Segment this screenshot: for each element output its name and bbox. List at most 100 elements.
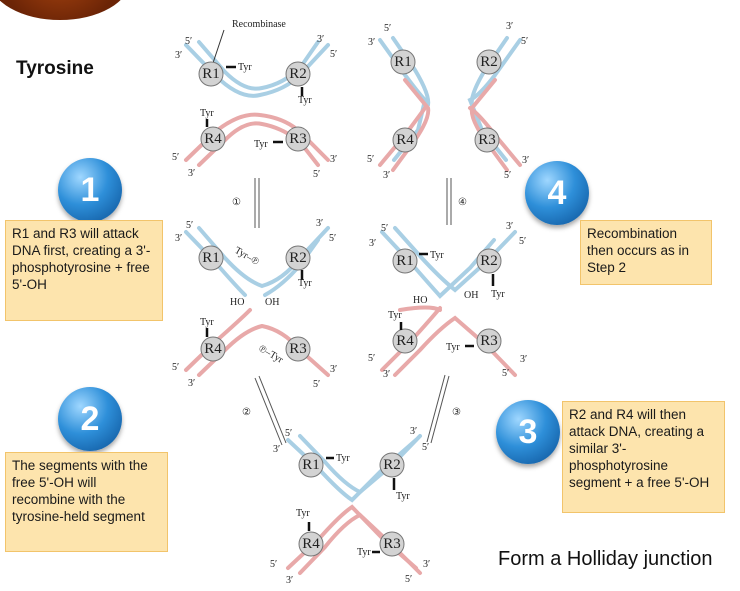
step-arrow-2: ② <box>242 375 287 446</box>
end-label: 3′ <box>330 154 337 165</box>
svg-text:R1: R1 <box>202 250 220 266</box>
svg-text:R3: R3 <box>289 341 307 357</box>
tyr-label-r4: Tyr <box>296 508 310 519</box>
panel-final: R1 R2 R4 R3 5′ 3′ 3′ 5′ 5′ 3′ 3′ 5′ <box>367 21 529 181</box>
svg-text:R2: R2 <box>383 457 401 473</box>
recombinase-r1: R1 <box>198 61 224 87</box>
end-label: 3′ <box>383 170 390 181</box>
svg-text:R3: R3 <box>478 132 496 148</box>
step-1-note: R1 and R3 will attack DNA first, creatin… <box>5 220 163 321</box>
end-label: 5′ <box>270 559 277 570</box>
svg-text:R1: R1 <box>302 457 320 473</box>
svg-text:R1: R1 <box>202 66 220 82</box>
svg-text:R2: R2 <box>289 250 307 266</box>
end-label: 5′ <box>313 169 320 180</box>
tyr-label-r3: Tyr <box>357 547 371 558</box>
step-2-note: The segments with the free 5'-OH will re… <box>5 452 168 552</box>
svg-text:R1: R1 <box>396 253 414 269</box>
end-label: 3′ <box>368 37 375 48</box>
svg-text:R2: R2 <box>289 66 307 82</box>
svg-text:R3: R3 <box>383 536 401 552</box>
end-label: 3′ <box>330 364 337 375</box>
holliday-caption: Form a Holliday junction <box>498 548 713 570</box>
end-label: 5′ <box>367 154 374 165</box>
recombinase-r3: R3 <box>379 531 405 557</box>
svg-text:R3: R3 <box>289 131 307 147</box>
recombinase-r1: R1 <box>298 452 324 478</box>
recombinase-r2: R2 <box>476 49 502 75</box>
end-label: 3′ <box>175 233 182 244</box>
svg-text:R4: R4 <box>302 536 320 552</box>
svg-text:R4: R4 <box>204 341 222 357</box>
end-label: 5′ <box>368 353 375 364</box>
tyr-label-r2: Tyr <box>298 278 312 289</box>
tyr-label-r2: Tyr <box>491 289 505 300</box>
end-label: 5′ <box>313 379 320 390</box>
end-label: 5′ <box>384 23 391 34</box>
panel-initial: Recombinase R1 R2 R4 R3 Tyr Tyr Tyr Tyr … <box>172 19 337 180</box>
end-label: 3′ <box>316 218 323 229</box>
end-label: 3′ <box>273 444 280 455</box>
tyr-label-r2: Tyr <box>396 491 410 502</box>
step-2-badge: 2 <box>58 387 122 451</box>
end-label: 5′ <box>329 233 336 244</box>
end-label: 3′ <box>175 50 182 61</box>
end-label: 3′ <box>520 354 527 365</box>
recombinase-r4: R4 <box>200 336 226 362</box>
tyr-label-r4: Tyr <box>200 317 214 328</box>
recombinase-r3: R3 <box>476 328 502 354</box>
recombinase-r2: R2 <box>476 248 502 274</box>
panel-cleavage: R1 R2 R4 R3 Tyr–℗ Tyr HO OH Tyr ℗–Tyr 5′… <box>172 218 337 390</box>
step-number: ① <box>232 197 241 208</box>
recombinase-r3: R3 <box>474 127 500 153</box>
end-label: 3′ <box>383 369 390 380</box>
tyr-label-r1: Tyr <box>336 453 350 464</box>
recombinase-r2: R2 <box>285 61 311 87</box>
end-label: 3′ <box>286 575 293 586</box>
svg-text:R4: R4 <box>204 131 222 147</box>
end-label: 5′ <box>172 362 179 373</box>
oh-label: OH <box>265 297 279 308</box>
svg-text:R1: R1 <box>394 54 412 70</box>
recombinase-r2: R2 <box>285 245 311 271</box>
ho-label: HO <box>413 295 427 306</box>
step-arrow-4: ④ <box>446 178 467 225</box>
recombinase-r4: R4 <box>392 328 418 354</box>
end-label: 3′ <box>188 168 195 179</box>
tyr-label-r4: Tyr <box>388 310 402 321</box>
end-label: 5′ <box>521 36 528 47</box>
tyr-label-r1: Tyr <box>430 250 444 261</box>
end-label: 5′ <box>405 574 412 585</box>
recombinase-r3: R3 <box>285 336 311 362</box>
tyr-label-r4: Tyr <box>200 108 214 119</box>
end-label: 3′ <box>317 34 324 45</box>
recombinase-r1: R1 <box>390 49 416 75</box>
recombinase-r4: R4 <box>392 127 418 153</box>
recombinase-r1: R1 <box>198 245 224 271</box>
label-recombinase: Recombinase <box>232 19 286 30</box>
end-label: 5′ <box>172 152 179 163</box>
svg-text:R2: R2 <box>480 253 498 269</box>
tyr-label-r3: Tyr <box>446 342 460 353</box>
recombinase-r4: R4 <box>200 126 226 152</box>
step-number: ③ <box>452 407 461 418</box>
svg-text:R4: R4 <box>396 132 414 148</box>
step-3-badge: 3 <box>496 400 560 464</box>
end-label: 5′ <box>502 368 509 379</box>
end-label: 5′ <box>519 236 526 247</box>
end-label: 5′ <box>285 428 292 439</box>
recombinase-r1: R1 <box>392 248 418 274</box>
recombinase-r4: R4 <box>298 531 324 557</box>
end-label: 5′ <box>185 36 192 47</box>
end-label: 5′ <box>381 223 388 234</box>
step-1-badge: 1 <box>58 158 122 222</box>
svg-text:R3: R3 <box>480 333 498 349</box>
step-number: ② <box>242 407 251 418</box>
svg-text:R4: R4 <box>396 333 414 349</box>
tyr-label-r3: Tyr <box>254 139 268 150</box>
ho-label: HO <box>230 297 244 308</box>
end-label: 3′ <box>506 21 513 32</box>
panel-holliday-junction: R1 R2 R4 R3 Tyr Tyr Tyr Tyr 5′ 3′ 3′ 5′ … <box>270 426 430 586</box>
step-arrow-1: ① <box>232 178 260 228</box>
end-label: 3′ <box>506 221 513 232</box>
